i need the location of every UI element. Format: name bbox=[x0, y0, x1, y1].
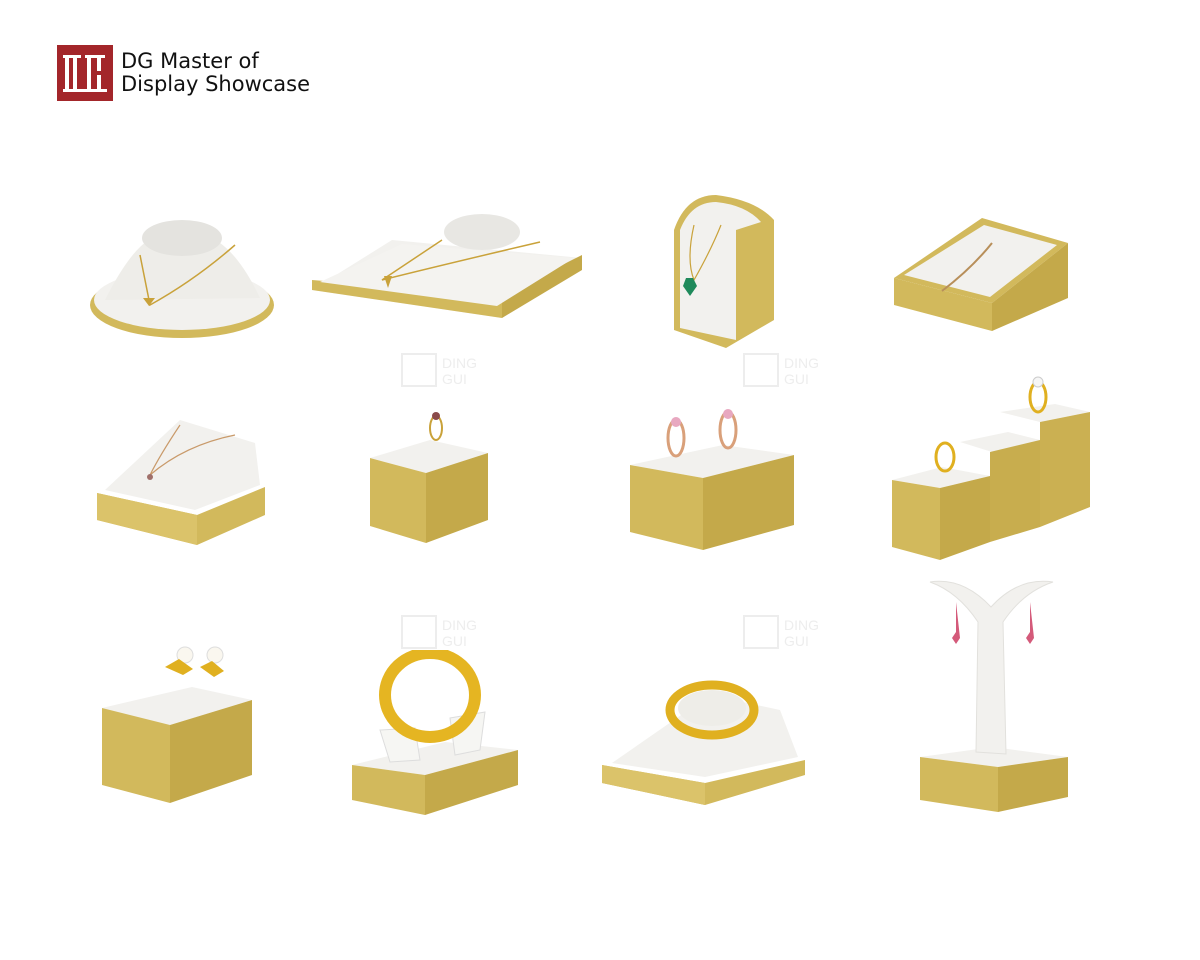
svg-text:GUI: GUI bbox=[784, 633, 809, 649]
sloped-bangle-stand bbox=[602, 680, 805, 805]
svg-text:DING: DING bbox=[442, 617, 477, 633]
bangle-holder bbox=[352, 650, 518, 815]
svg-text:GUI: GUI bbox=[784, 371, 809, 387]
oval-necklace-bust bbox=[90, 220, 274, 338]
sloped-necklace-stand bbox=[97, 420, 265, 545]
double-ring-block bbox=[630, 409, 794, 550]
brand-line-2: Display Showcase bbox=[121, 72, 311, 96]
svg-text:DING: DING bbox=[784, 355, 819, 371]
flat-necklace-bust-tray bbox=[312, 214, 582, 318]
t-bar-earring-stand bbox=[920, 580, 1068, 812]
slanted-necklace-tray bbox=[894, 218, 1068, 331]
dg-logo-icon bbox=[57, 45, 113, 101]
svg-text:GUI: GUI bbox=[442, 371, 467, 387]
watermark-text: DING bbox=[442, 355, 477, 371]
ring-cube bbox=[370, 412, 488, 543]
curved-pendant-stand bbox=[674, 195, 774, 348]
brand-name: DG Master of Display Showcase bbox=[121, 50, 310, 96]
earring-cube bbox=[102, 646, 252, 803]
brand-line-1: DG Master of bbox=[121, 49, 259, 73]
brand-logo: DG Master of Display Showcase bbox=[57, 45, 310, 101]
svg-text:GUI: GUI bbox=[442, 633, 467, 649]
svg-text:DING: DING bbox=[784, 617, 819, 633]
tiered-ring-stand bbox=[892, 376, 1090, 560]
